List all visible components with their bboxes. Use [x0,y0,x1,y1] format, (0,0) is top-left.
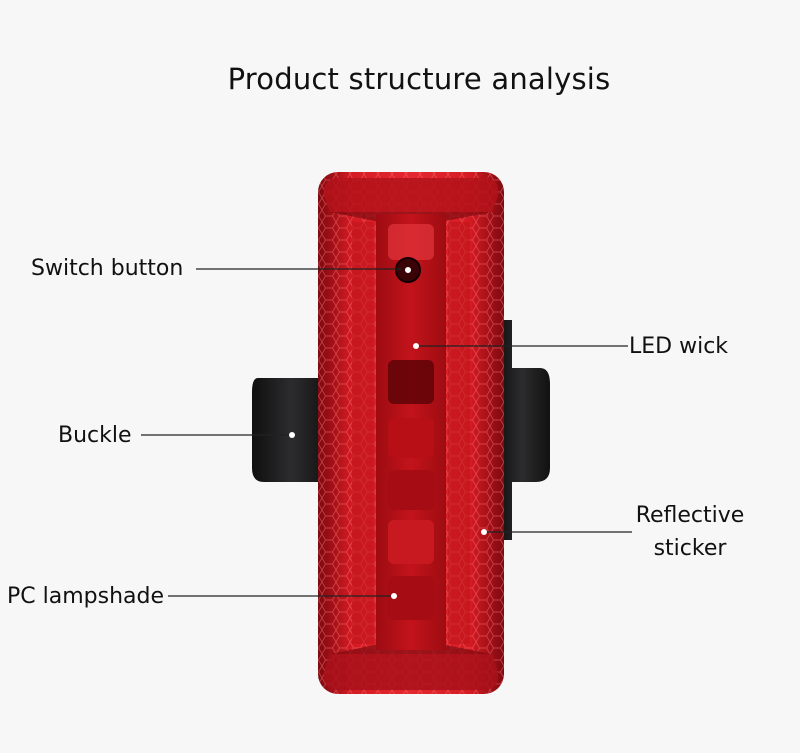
diagram-title: Product structure analysis [227,62,611,96]
label-reflective-sticker-line2: sticker [653,536,727,561]
label-switch-button: Switch button [31,256,184,281]
label-led-wick: LED wick [629,334,729,359]
label-reflective-sticker: Reflective sticker [628,499,752,565]
leader-lines [141,268,632,597]
leader-dots [289,343,487,599]
switch-button-graphic [395,257,421,283]
label-buckle: Buckle [58,423,132,448]
buckle-strap [252,320,550,540]
label-pc-lampshade: PC lampshade [7,584,164,609]
led-column [376,214,446,650]
label-reflective-sticker-line1: Reflective [635,503,745,528]
